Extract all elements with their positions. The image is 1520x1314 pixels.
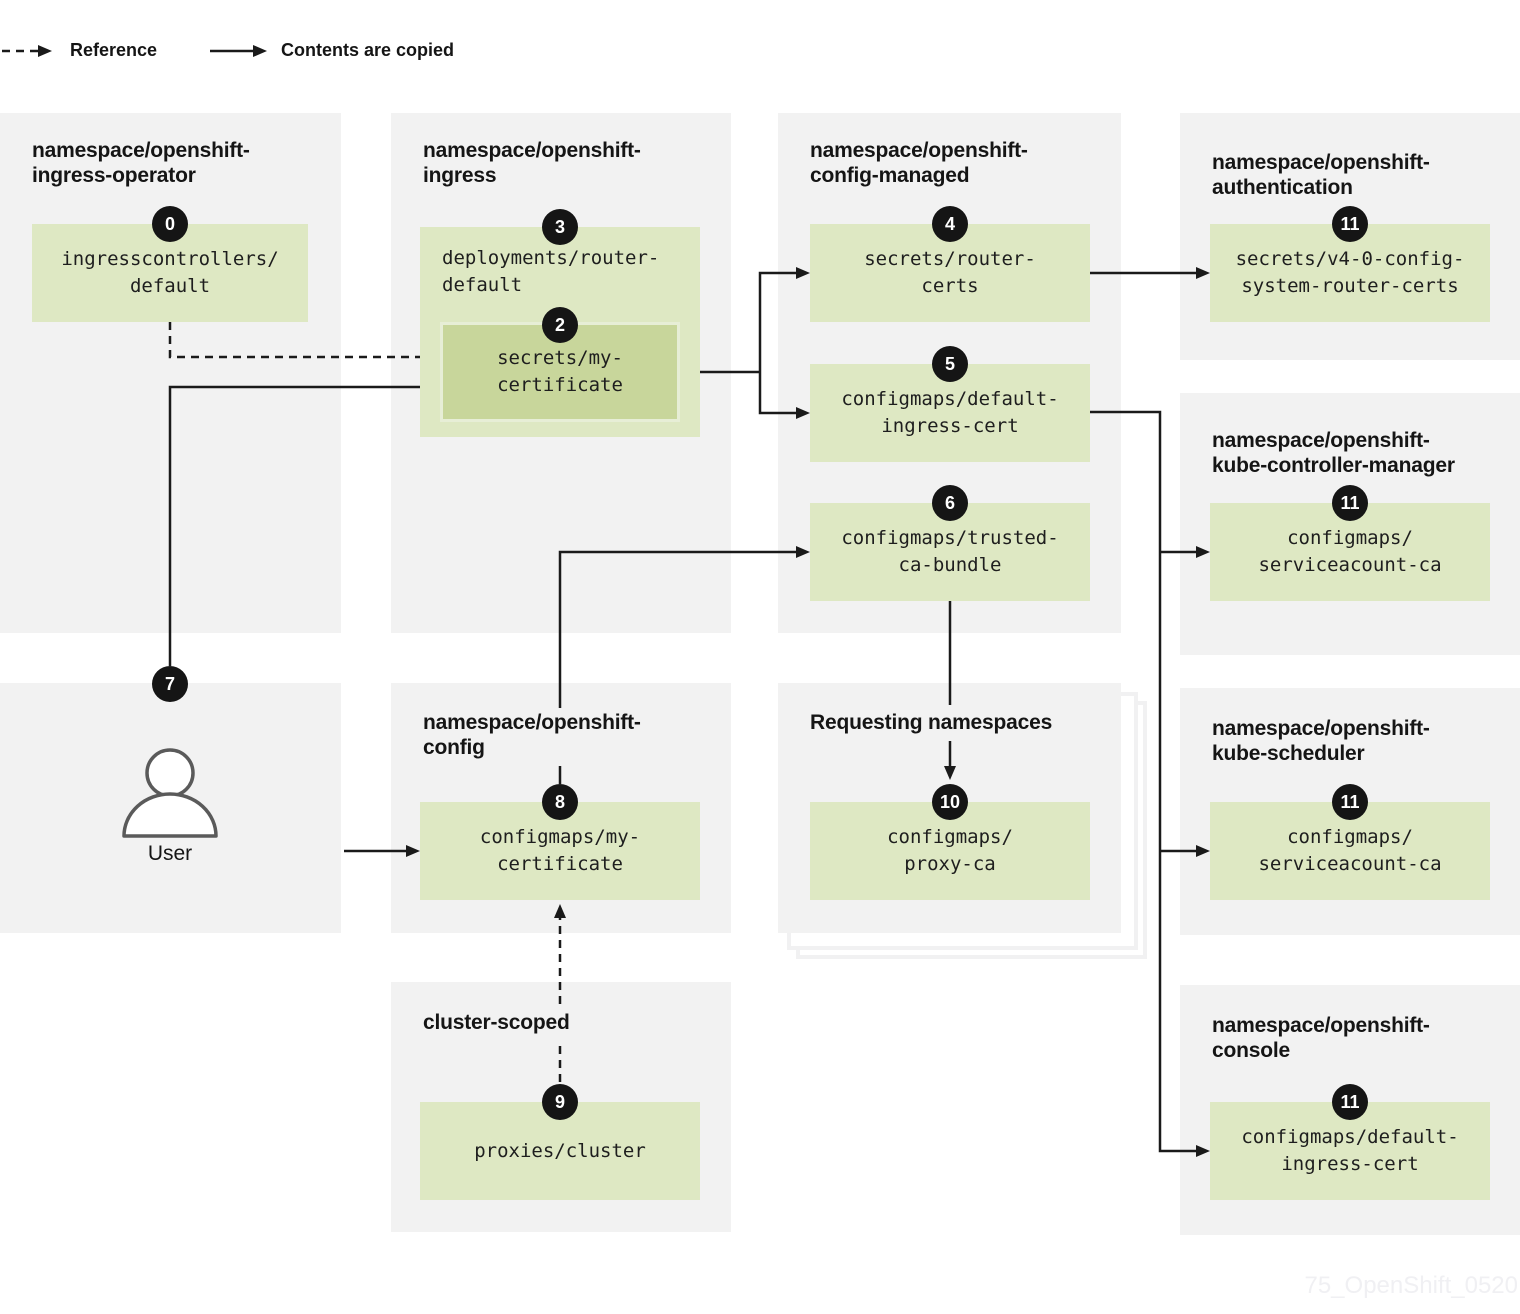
box-label: secrets/my- certificate (497, 347, 623, 396)
box-label: configmaps/default- ingress-cert (1241, 1126, 1459, 1175)
box-configmaps-proxy-ca: 10 configmaps/ proxy-ca (810, 784, 1090, 900)
box-label: secrets/v4-0-config- system-router-certs (1235, 248, 1465, 297)
step-badge-5: 5 (932, 346, 968, 382)
box-proxies-cluster: 9 proxies/cluster (420, 1084, 700, 1200)
box-secrets-my-certificate: 2 secrets/my- certificate (440, 307, 680, 422)
legend-reference-label: Reference (70, 40, 158, 60)
title-requesting-namespaces: Requesting namespaces (810, 711, 1053, 734)
step-badge-6: 6 (932, 485, 968, 521)
user-label: User (147, 842, 193, 865)
title-openshift-kube-scheduler: namespace/openshift- kube-scheduler (1212, 717, 1430, 765)
box-label: deployments/router- default (442, 247, 660, 296)
step-badge-2: 2 (542, 307, 578, 343)
box-configmaps-default-ingress-cert-console: 11 configmaps/default- ingress-cert (1210, 1084, 1490, 1200)
step-badge-11: 11 (1332, 1084, 1368, 1120)
step-badge-11: 11 (1332, 485, 1368, 521)
panel-openshift-ingress-operator (0, 113, 341, 633)
box-ingresscontrollers-default: 0 ingresscontrollers/ default (32, 206, 308, 322)
step-badge-11: 11 (1332, 206, 1368, 242)
step-badge-10: 10 (932, 784, 968, 820)
box-label: configmaps/ serviceacount-ca (1258, 527, 1442, 576)
title-openshift-config-managed: namespace/openshift- config-managed (810, 139, 1028, 187)
title-openshift-config: namespace/openshift- config (423, 711, 641, 759)
step-badge-11: 11 (1332, 784, 1368, 820)
box-label: configmaps/ proxy-ca (887, 826, 1013, 875)
title-openshift-console: namespace/openshift- console (1212, 1014, 1430, 1062)
box-configmaps-serviceacount-ca-scheduler: 11 configmaps/ serviceacount-ca (1210, 784, 1490, 900)
title-openshift-ingress: namespace/openshift- ingress (423, 139, 641, 187)
box-label: configmaps/my- certificate (479, 826, 641, 875)
box-label: proxies/cluster (474, 1139, 646, 1162)
title-openshift-kube-controller-manager: namespace/openshift- kube-controller-man… (1212, 429, 1455, 477)
box-label: configmaps/ serviceacount-ca (1258, 826, 1442, 875)
title-openshift-ingress-operator: namespace/openshift- ingress-operator (32, 139, 250, 187)
box-configmaps-serviceacount-ca-controller: 11 configmaps/ serviceacount-ca (1210, 485, 1490, 601)
box-configmaps-default-ingress-cert: 5 configmaps/default- ingress-cert (810, 346, 1090, 462)
step-badge-8: 8 (542, 784, 578, 820)
box-configmaps-trusted-ca-bundle: 6 configmaps/trusted- ca-bundle (810, 485, 1090, 601)
box-label: configmaps/default- ingress-cert (841, 388, 1059, 437)
legend-copied-label: Contents are copied (281, 40, 455, 60)
box-label: secrets/router- certs (864, 248, 1036, 297)
title-openshift-authentication: namespace/openshift- authentication (1212, 151, 1430, 199)
step-badge-9: 9 (542, 1084, 578, 1120)
box-secrets-router-certs: 4 secrets/router- certs (810, 206, 1090, 322)
step-badge-3: 3 (542, 209, 578, 245)
box-label: configmaps/trusted- ca-bundle (841, 527, 1059, 576)
box-configmaps-my-certificate: 8 configmaps/my- certificate (420, 784, 700, 900)
user-icon (122, 748, 218, 838)
step-badge-7: 7 (152, 666, 188, 702)
step-badge-4: 4 (932, 206, 968, 242)
box-secrets-v4-0-config-system-router-certs: 11 secrets/v4-0-config- system-router-ce… (1210, 206, 1490, 322)
box-label: ingresscontrollers/ default (61, 248, 279, 297)
step-badge-0: 0 (152, 206, 188, 242)
watermark: 75_OpenShift_0520 (1304, 1272, 1518, 1299)
title-cluster-scoped: cluster-scoped (423, 1011, 570, 1034)
